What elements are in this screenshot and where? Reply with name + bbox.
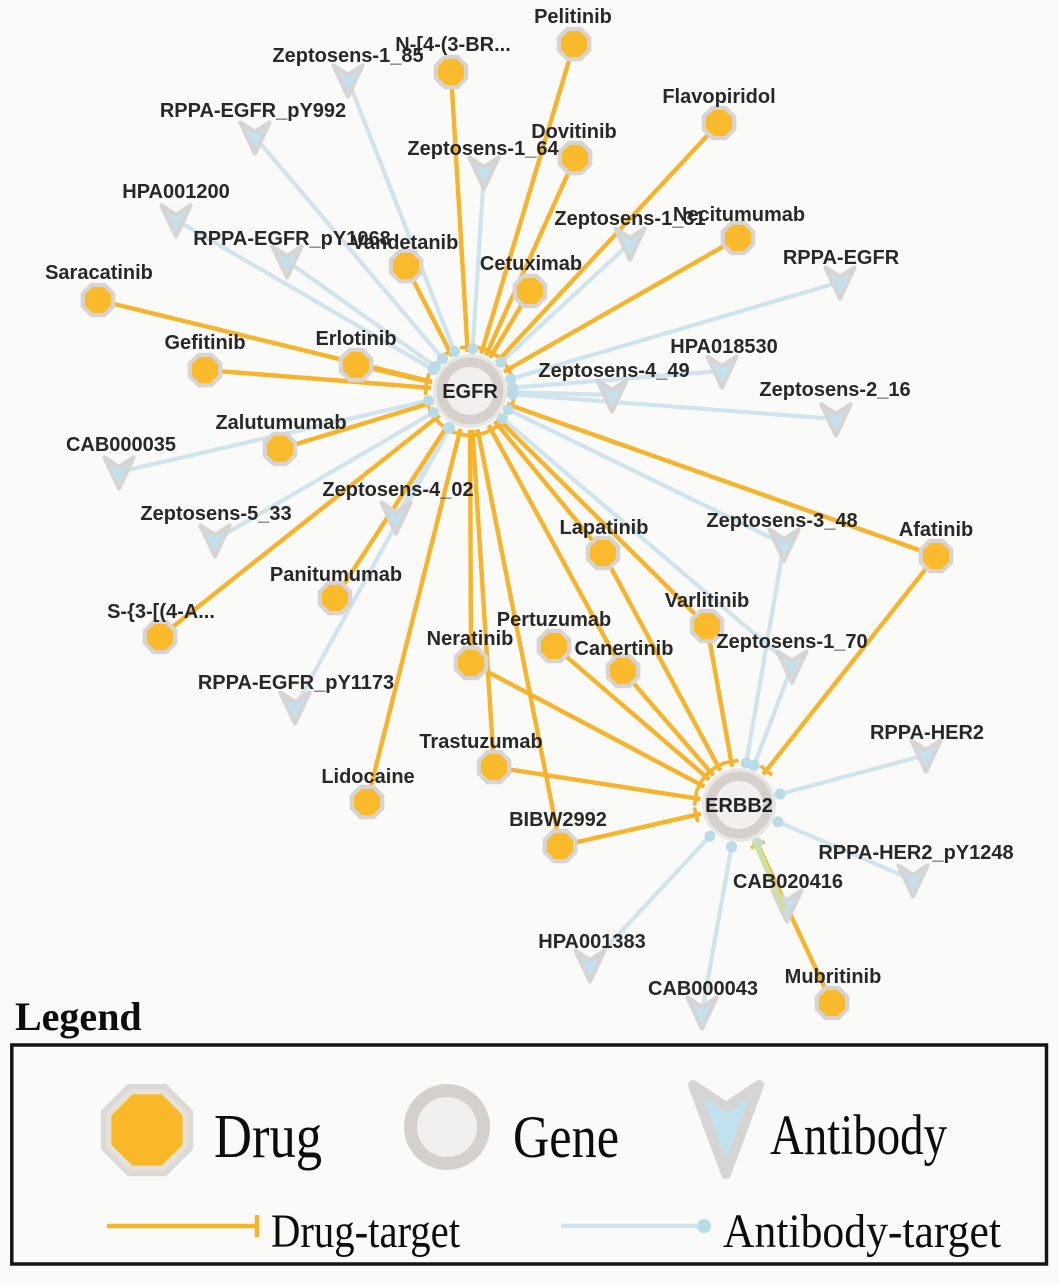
svg-text:Canertinib: Canertinib bbox=[575, 638, 674, 660]
svg-text:Zalutumumab: Zalutumumab bbox=[215, 412, 346, 434]
svg-text:Dovitinib: Dovitinib bbox=[531, 121, 617, 143]
svg-text:Antibody-target: Antibody-target bbox=[723, 1205, 1002, 1258]
svg-text:Neratinib: Neratinib bbox=[427, 628, 514, 650]
svg-text:Zeptosens-2_16: Zeptosens-2_16 bbox=[759, 379, 910, 401]
svg-text:Flavopiridol: Flavopiridol bbox=[662, 86, 775, 108]
svg-text:RPPA-EGFR_pY1173: RPPA-EGFR_pY1173 bbox=[198, 672, 394, 694]
svg-text:RPPA-HER2: RPPA-HER2 bbox=[870, 722, 984, 744]
svg-text:Antibody: Antibody bbox=[770, 1104, 947, 1167]
svg-text:BIBW2992: BIBW2992 bbox=[509, 809, 607, 831]
svg-text:CAB000035: CAB000035 bbox=[66, 434, 176, 456]
svg-text:Zeptosens-1_31: Zeptosens-1_31 bbox=[554, 208, 705, 230]
svg-text:Saracatinib: Saracatinib bbox=[45, 262, 153, 284]
svg-text:HPA001200: HPA001200 bbox=[122, 181, 229, 203]
svg-text:EGFR: EGFR bbox=[442, 381, 498, 403]
svg-text:RPPA-EGFR: RPPA-EGFR bbox=[783, 247, 900, 269]
svg-text:Lidocaine: Lidocaine bbox=[321, 766, 414, 788]
svg-text:Afatinib: Afatinib bbox=[899, 519, 973, 541]
svg-text:Vandetanib: Vandetanib bbox=[352, 232, 459, 254]
svg-text:Zeptosens-4_02: Zeptosens-4_02 bbox=[322, 479, 473, 501]
svg-text:Varlitinib: Varlitinib bbox=[665, 590, 749, 612]
svg-text:Zeptosens-5_33: Zeptosens-5_33 bbox=[140, 503, 291, 525]
svg-text:Cetuximab: Cetuximab bbox=[480, 253, 582, 275]
svg-text:ERBB2: ERBB2 bbox=[705, 795, 773, 817]
svg-text:RPPA-EGFR_pY992: RPPA-EGFR_pY992 bbox=[160, 100, 346, 122]
svg-text:RPPA-EGFR_pY1068: RPPA-EGFR_pY1068 bbox=[193, 228, 390, 250]
svg-text:Zeptosens-1_85: Zeptosens-1_85 bbox=[272, 45, 423, 67]
svg-text:S-{3-[(4-A...: S-{3-[(4-A... bbox=[107, 601, 215, 623]
svg-text:RPPA-HER2_pY1248: RPPA-HER2_pY1248 bbox=[818, 842, 1013, 864]
svg-text:Gene: Gene bbox=[513, 1104, 619, 1170]
svg-text:HPA018530: HPA018530 bbox=[670, 336, 777, 358]
svg-text:Zeptosens-1_64: Zeptosens-1_64 bbox=[407, 138, 559, 160]
svg-text:HPA001383: HPA001383 bbox=[538, 931, 645, 953]
svg-text:Pelitinib: Pelitinib bbox=[534, 6, 612, 28]
svg-text:Zeptosens-4_49: Zeptosens-4_49 bbox=[538, 360, 689, 382]
svg-text:Zeptosens-1_70: Zeptosens-1_70 bbox=[716, 631, 867, 653]
svg-text:Panitumumab: Panitumumab bbox=[270, 564, 402, 586]
svg-text:Drug: Drug bbox=[214, 1103, 322, 1171]
svg-text:Zeptosens-3_48: Zeptosens-3_48 bbox=[706, 510, 857, 532]
svg-text:Erlotinib: Erlotinib bbox=[315, 328, 396, 350]
svg-text:Trastuzumab: Trastuzumab bbox=[419, 731, 542, 753]
svg-text:Lapatinib: Lapatinib bbox=[560, 517, 649, 539]
svg-text:CAB020416: CAB020416 bbox=[733, 871, 843, 893]
svg-text:Pertuzumab: Pertuzumab bbox=[497, 609, 611, 631]
svg-text:Legend: Legend bbox=[15, 994, 142, 1039]
svg-text:Drug-target: Drug-target bbox=[271, 1205, 461, 1258]
svg-text:CAB000043: CAB000043 bbox=[648, 978, 758, 1000]
svg-text:Mubritinib: Mubritinib bbox=[785, 966, 882, 988]
svg-text:N-[4-(3-BR...: N-[4-(3-BR... bbox=[395, 34, 511, 56]
svg-text:Necitumumab: Necitumumab bbox=[673, 204, 805, 226]
svg-text:Gefitinib: Gefitinib bbox=[164, 332, 245, 354]
